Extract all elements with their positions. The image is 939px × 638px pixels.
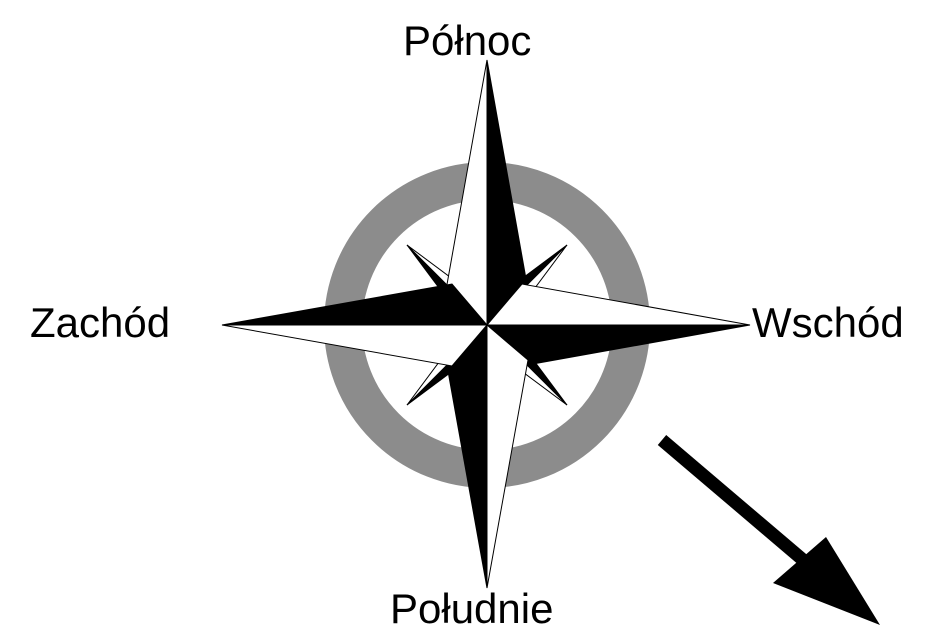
southeast-arrow bbox=[662, 440, 880, 625]
cardinal-points bbox=[222, 60, 750, 588]
east-label: Wschód bbox=[752, 302, 904, 344]
west-label: Zachód bbox=[30, 302, 170, 344]
arrow-shaft bbox=[662, 440, 816, 571]
south-label: Południe bbox=[390, 588, 553, 630]
north-label: Północ bbox=[403, 20, 531, 62]
